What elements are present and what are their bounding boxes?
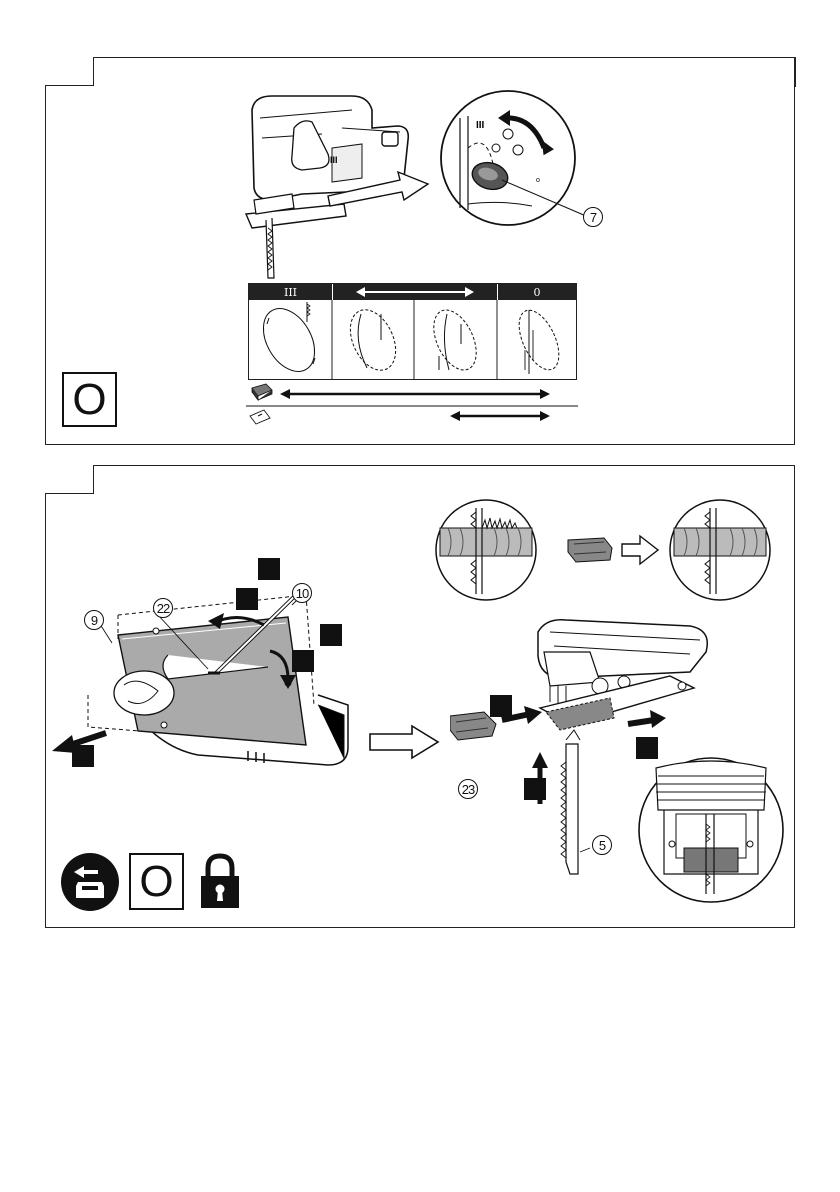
- step-box-1: [258, 558, 280, 580]
- callout-5: 5: [592, 835, 612, 855]
- base-plate-illustration: [48, 555, 378, 785]
- panel-bottom-tab-top: [93, 465, 795, 466]
- mode-zero-icon-bottom: O: [129, 853, 184, 910]
- panel-top-tab-right-edge: [794, 57, 795, 87]
- callout-9: 9: [84, 610, 104, 630]
- jigsaw-illustration: III III o: [232, 88, 652, 288]
- orbit-header-zero: 0: [498, 284, 576, 300]
- next-step-arrow: [368, 724, 442, 760]
- orbit-header-range: [333, 284, 497, 300]
- callout-23: 23: [458, 779, 478, 799]
- step-box-8: [524, 778, 546, 800]
- callout-7: 7: [583, 207, 603, 227]
- cut-comparison: [434, 498, 784, 608]
- step-box-5: [72, 745, 94, 767]
- callout-10: 10: [292, 583, 312, 603]
- svg-text:III: III: [476, 120, 485, 131]
- step-box-2: [236, 588, 258, 610]
- battery-remove-icon: [60, 852, 120, 912]
- guard-detail-zoom: [636, 754, 786, 906]
- orbit-header-iii: III: [249, 284, 332, 300]
- orbit-diagrams: [249, 300, 576, 380]
- material-range-rows: [246, 380, 580, 426]
- callout-22: 22: [153, 598, 173, 618]
- step-box-4: [292, 650, 314, 672]
- svg-text:III: III: [330, 155, 338, 165]
- panel-bottom-tab-right-edge: [794, 465, 795, 495]
- padlock-icon: [199, 852, 241, 910]
- panel-top-tab-left-edge: [93, 57, 94, 86]
- orbit-setting-table: III 0: [248, 283, 577, 380]
- panel-bottom-tab-left-edge: [93, 465, 94, 494]
- step-box-6: [490, 695, 512, 717]
- double-arrow-icon: [356, 287, 474, 297]
- step-box-3: [320, 624, 342, 646]
- svg-text:o: o: [536, 177, 540, 184]
- panel-top-tab: [93, 57, 796, 87]
- mode-zero-icon-top: O: [62, 372, 117, 427]
